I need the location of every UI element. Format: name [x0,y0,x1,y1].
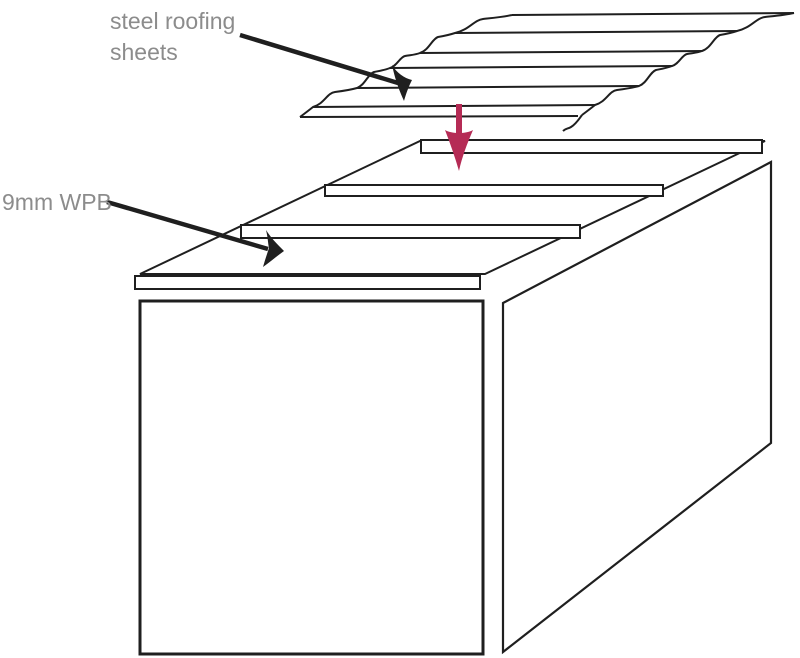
placement-arrow [445,104,473,171]
label-9mm-wpb-text: 9mm WPB [2,189,112,215]
sheet-bottom-right-hook [562,114,583,132]
sheet-ridge-line [389,65,673,69]
battens [134,139,763,290]
label-steel-roofing-sheets: steel roofing sheets [110,6,235,68]
front-panel [138,299,485,656]
sheet-right-corrugation [581,12,795,116]
wpb-label-arrow-shaft [106,199,269,252]
roofing-sheet [299,12,795,132]
box-structure [138,140,773,656]
batten-back [420,139,763,154]
sheet-bottom-edge [299,115,579,118]
sheet-ridge-line [312,104,596,108]
roofing-label-arrow-shaft [239,32,399,86]
label-steel-roofing-line1: steel roofing [110,8,236,34]
batten-mid-front [240,224,581,239]
annotation-arrows [106,32,412,267]
side-panel [501,160,773,655]
roofing-label-arrowhead-icon [392,65,412,101]
placement-arrow-head-icon [445,130,473,171]
wpb-label-arrowhead-icon [263,230,284,267]
sheet-ridge-line [454,30,738,34]
label-steel-roofing-line2: sheets [110,39,178,65]
sheet-left-corrugation [299,14,513,118]
batten-mid-back [324,184,664,197]
sheet-ridge-line [419,50,703,54]
label-9mm-wpb: 9mm WPB [2,187,112,218]
batten-front [134,275,481,290]
sheet-top-edge [511,12,795,16]
